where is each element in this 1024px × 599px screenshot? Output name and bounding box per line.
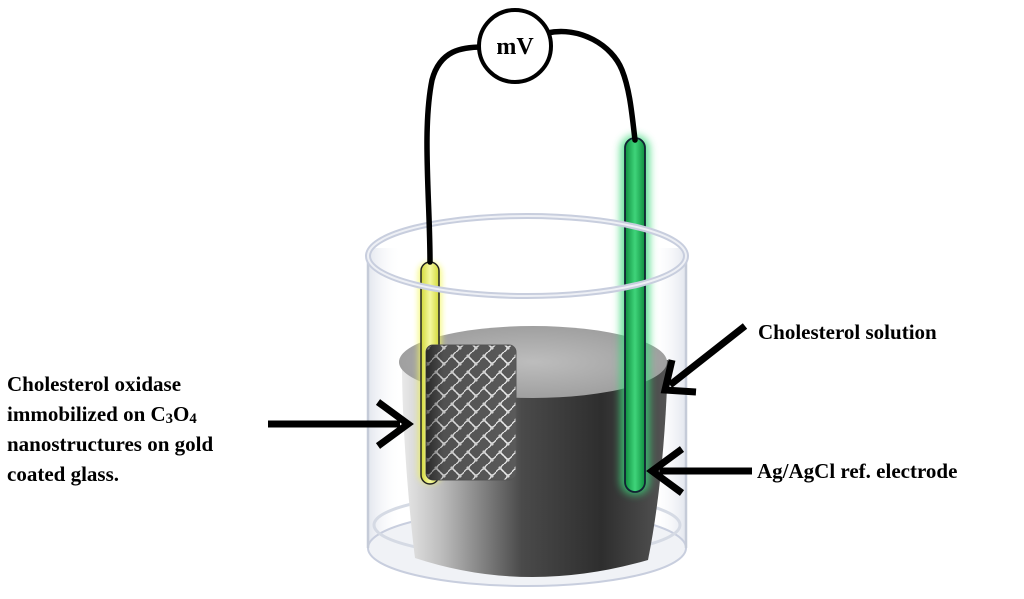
millivolt-meter: mV: [477, 8, 553, 84]
enzyme-label-line1: Cholesterol oxidase: [7, 372, 182, 396]
enzyme-modified-plate: [425, 344, 517, 481]
wire-left: [424, 44, 486, 265]
enzyme-label-line4: coated glass.: [7, 462, 119, 486]
solution-label: Cholesterol solution: [758, 320, 937, 344]
subscript-4: 4: [189, 411, 197, 428]
enzyme-electrode-label: Cholesterol oxidase immobilized on C3O4 …: [7, 369, 213, 489]
arrow-solution: [660, 323, 748, 396]
subscript-3: 3: [165, 411, 174, 428]
reference-electrode-label: Ag/AgCl ref. electrode: [757, 459, 958, 483]
enzyme-label-line2: immobilized on C3O4: [7, 399, 213, 429]
wire-right: [544, 28, 638, 143]
meter-label: mV: [496, 34, 534, 60]
arrow-enzyme-electrode: [268, 399, 414, 449]
reference-electrode: [620, 135, 650, 495]
enzyme-label-line2-prefix: immobilized on C: [7, 402, 166, 426]
beaker-rim: [365, 213, 689, 299]
enzyme-label-line2-o: O: [173, 402, 190, 426]
enzyme-label-line3: nanostructures on gold: [7, 432, 214, 456]
arrow-reference: [646, 446, 752, 496]
